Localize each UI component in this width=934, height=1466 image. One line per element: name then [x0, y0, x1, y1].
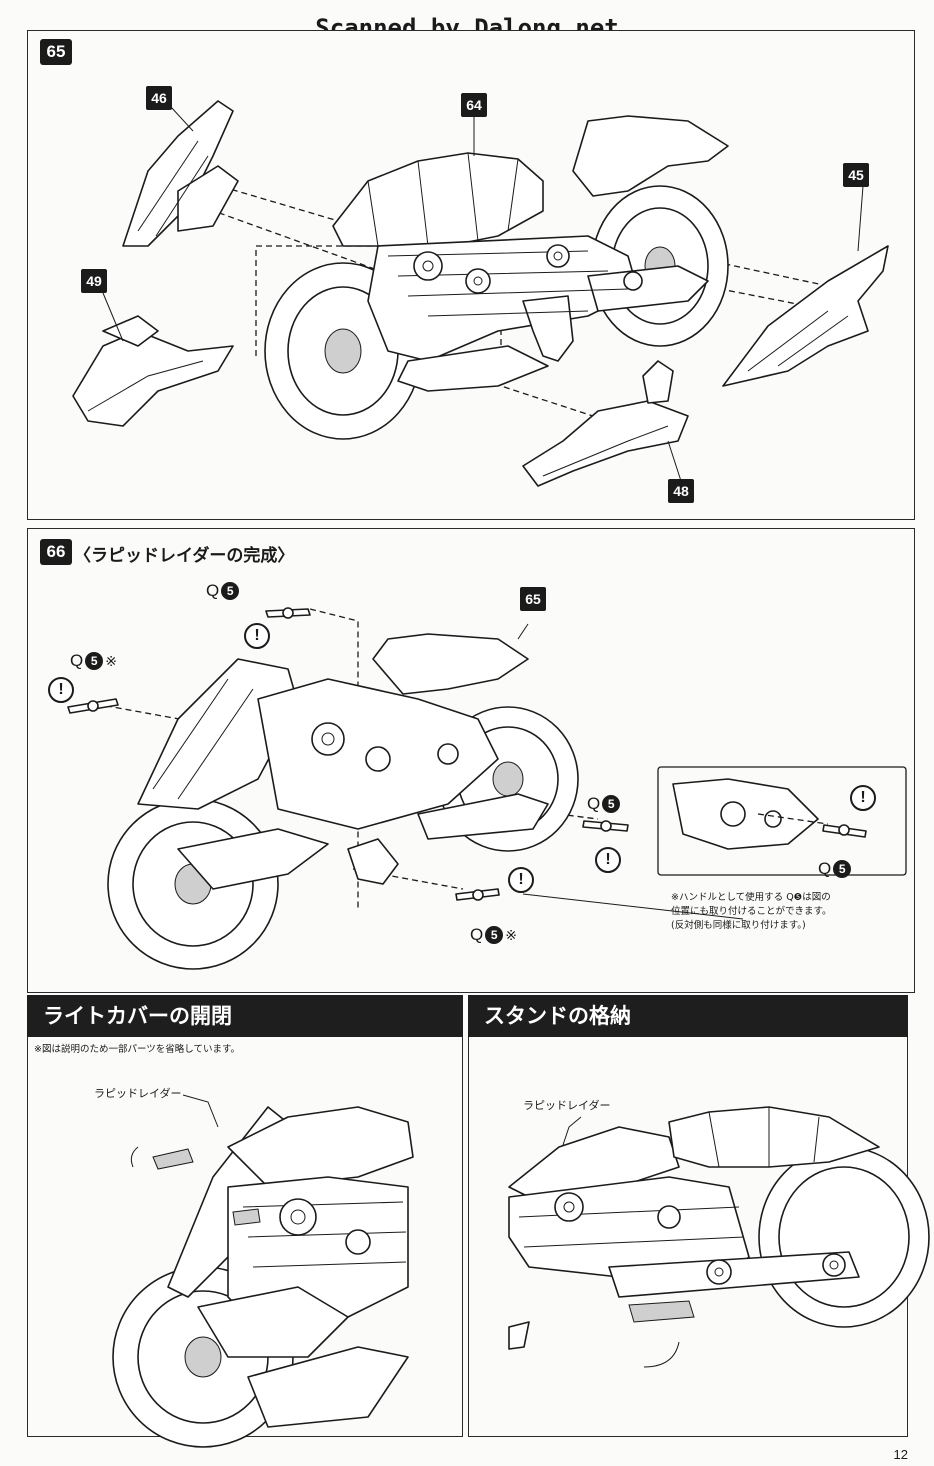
- stand-heading: スタンドの格納: [468, 995, 908, 1037]
- note-line: (反対側も同様に取り付けます。): [671, 920, 806, 931]
- step-66-number: 66: [40, 539, 72, 565]
- note-line: 位置にも取り付けることができます。: [671, 906, 832, 917]
- q-letter: Q: [206, 581, 220, 600]
- part-49-label: 49: [81, 269, 107, 293]
- part-48-label: 48: [668, 479, 694, 503]
- q-number-badge: 5: [485, 926, 504, 944]
- stand-illustration: [508, 1106, 930, 1368]
- handle-note: ※ハンドルとして使用する Q❺は図の 位置にも取り付けることができます。 (反対…: [671, 891, 911, 933]
- step-66-illustration: [67, 607, 907, 970]
- q5-bottom-label: Q 5 ※: [470, 925, 517, 945]
- caution-icon: !: [48, 677, 74, 703]
- light-cover-panel: ※図は説明のため一部パーツを省略しています。 ラピッドレイダー: [27, 1037, 463, 1448]
- caution-icon: !: [850, 785, 876, 811]
- q5-left-label: Q 5 ※: [70, 651, 117, 671]
- q5-right-label: Q 5: [587, 794, 621, 814]
- light-cover-heading: ライトカバーの開閉: [27, 995, 463, 1037]
- stand-callout: ラピッドレイダー: [523, 1099, 611, 1112]
- caution-icon: !: [508, 867, 534, 893]
- parts-omitted-note: ※図は説明のため一部パーツを省略しています。: [34, 1044, 241, 1055]
- part-64-label: 64: [461, 93, 487, 117]
- q-number-badge: 5: [221, 582, 240, 600]
- q5-top-label: Q 5: [206, 581, 240, 601]
- step-65-illustration: [72, 100, 889, 487]
- q-letter: Q: [818, 859, 832, 878]
- stand-panel: ラピッドレイダー: [468, 1037, 930, 1437]
- caution-icon: !: [244, 623, 270, 649]
- caution-icon: !: [595, 847, 621, 873]
- q5-inset-label: Q 5: [818, 859, 852, 879]
- step-65-number: 65: [40, 39, 72, 65]
- light-cover-illustration: [112, 1094, 414, 1448]
- page-number: 12: [893, 1447, 908, 1462]
- light-cover-callout: ラピッドレイダー: [94, 1087, 182, 1100]
- step-66-title: 〈ラピッドレイダーの完成〉: [74, 546, 295, 566]
- q-number-badge: 5: [833, 860, 852, 878]
- q-letter: Q: [70, 651, 84, 670]
- reference-mark: ※: [505, 926, 517, 943]
- part-46-label: 46: [146, 86, 172, 110]
- note-line: ※ハンドルとして使用する Q❺は図の: [671, 892, 831, 903]
- step-66-panel: 66 〈ラピッドレイダーの完成〉 6: [27, 528, 915, 993]
- step-65-panel: 65: [27, 30, 915, 520]
- q-letter: Q: [470, 925, 484, 944]
- q-letter: Q: [587, 794, 601, 813]
- q-number-badge: 5: [85, 652, 104, 670]
- reference-mark: ※: [105, 652, 117, 669]
- part-65-label: 65: [520, 587, 546, 611]
- part-45-label: 45: [843, 163, 869, 187]
- q-number-badge: 5: [602, 795, 621, 813]
